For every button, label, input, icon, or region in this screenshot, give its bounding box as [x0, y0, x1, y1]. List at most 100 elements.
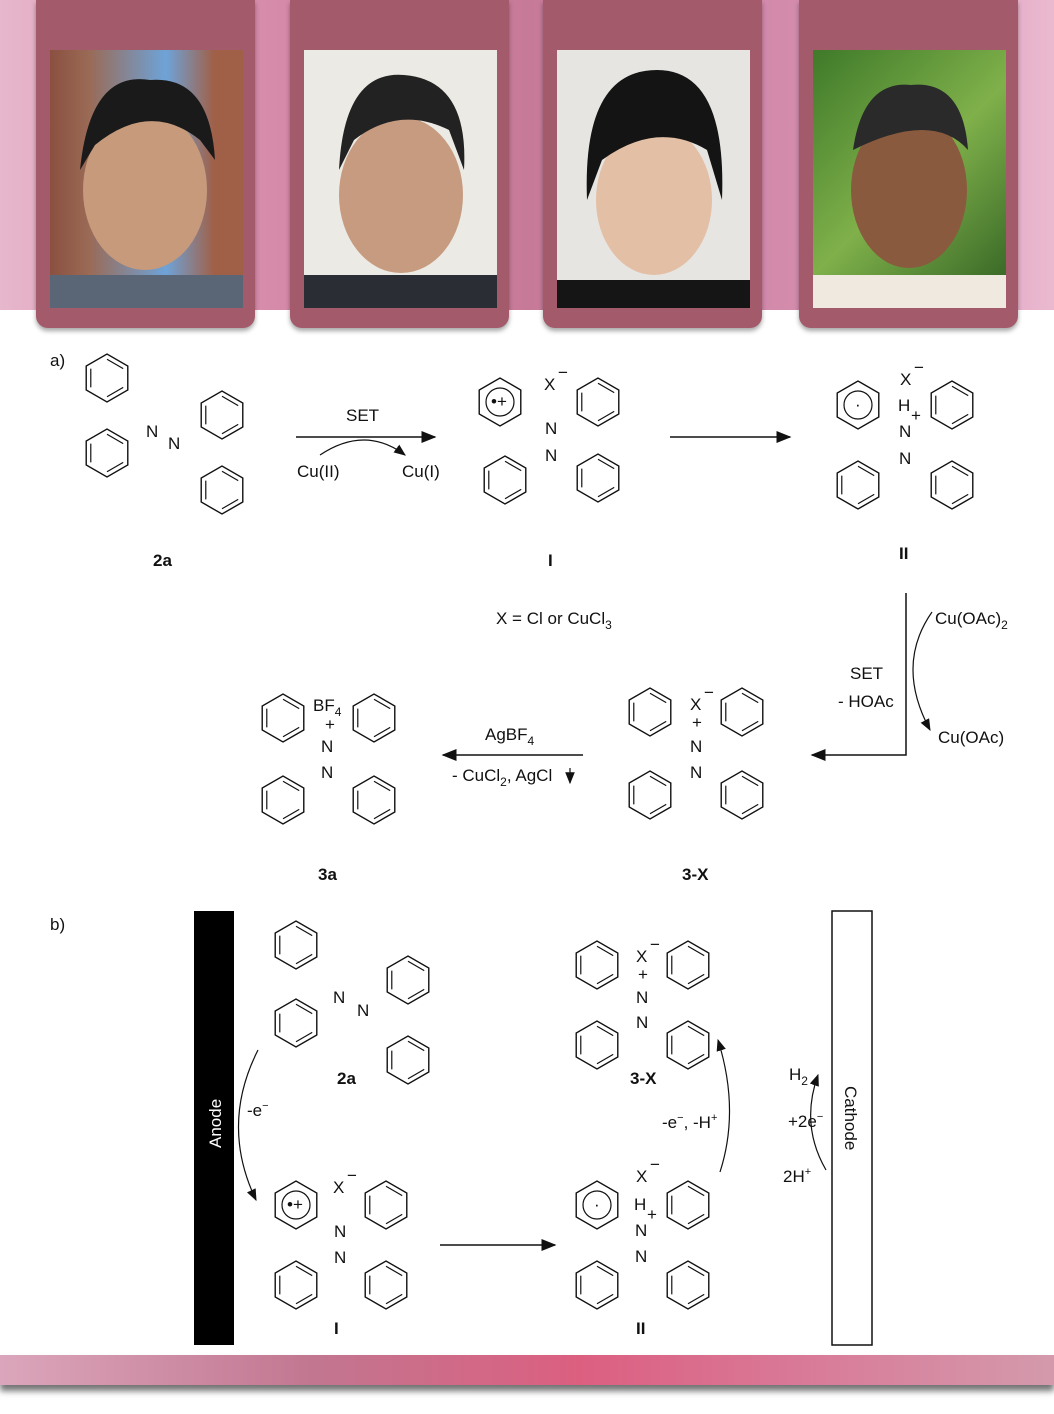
- nitrogen-atom: N: [690, 763, 702, 782]
- benzene-ring: [720, 687, 764, 737]
- positive-charge: +: [911, 406, 921, 425]
- nitrogen-atom: N: [334, 1222, 346, 1241]
- benzene-ring: [666, 1180, 710, 1230]
- label-set-2: SET: [850, 664, 883, 683]
- benzene-ring: [628, 770, 672, 820]
- benzene-ring: [200, 465, 244, 515]
- compound-label-2a: 2a: [153, 551, 172, 570]
- arrow-ii-to-3x: [810, 593, 907, 761]
- nitrogen-atom: N: [334, 1248, 346, 1267]
- benzene-ring: [386, 955, 430, 1005]
- radical-cation-symbol: •+: [287, 1195, 303, 1214]
- benzene-ring: [720, 770, 764, 820]
- benzene-ring: [628, 687, 672, 737]
- curved-arrow-cuoac: [912, 611, 933, 732]
- benzene-ring: [85, 353, 129, 403]
- benzene-ring: [200, 390, 244, 440]
- negative-charge: −: [650, 935, 660, 954]
- arrow-cathode: [809, 1073, 827, 1171]
- benzene-ring: [352, 693, 396, 743]
- radical-symbol: ·: [594, 1195, 600, 1214]
- author-photo-2: [304, 50, 497, 308]
- compound-label-b-3X: 3-X: [630, 1069, 657, 1088]
- label-set: SET: [346, 406, 379, 425]
- nitrogen-atom: N: [146, 422, 158, 441]
- label-cu2: Cu(II): [297, 462, 340, 481]
- label-hoac: - HOAc: [838, 692, 894, 711]
- benzene-ring: ·: [836, 380, 880, 430]
- benzene-ring: [483, 455, 527, 505]
- benzene-ring: [274, 998, 318, 1048]
- label-h2: H2: [789, 1065, 808, 1088]
- label-cu1: Cu(I): [402, 462, 440, 481]
- label-bf4: BF4: [313, 696, 342, 719]
- benzene-ring: [85, 428, 129, 478]
- label-minus-e: -e−: [247, 1100, 269, 1120]
- benzene-ring: ·: [575, 1180, 619, 1230]
- nitrogen-atom: N: [545, 446, 557, 465]
- benzene-ring: [576, 377, 620, 427]
- nitrogen-atom: N: [899, 422, 911, 441]
- benzene-ring: •+: [478, 377, 522, 427]
- label-cuoac2: Cu(OAc)2: [935, 609, 1008, 632]
- counterion-x: X: [900, 370, 911, 389]
- benzene-ring: [930, 460, 974, 510]
- counterion-x: X: [690, 695, 701, 714]
- nitrogen-atom: N: [636, 988, 648, 1007]
- curved-arrow-cu: [319, 439, 406, 456]
- benzene-ring: [274, 1260, 318, 1310]
- hydrogen-atom: H: [634, 1195, 646, 1214]
- compound-label-b-I: I: [334, 1319, 339, 1338]
- compound-label-3X: 3-X: [682, 865, 709, 884]
- nitrogen-atom: N: [357, 1001, 369, 1020]
- compound-label-3a: 3a: [318, 865, 337, 884]
- label-2h: 2H+: [783, 1166, 811, 1186]
- footer-banner: [0, 1355, 1054, 1385]
- author-card-4: [799, 0, 1018, 328]
- negative-charge: −: [558, 363, 568, 382]
- benzene-ring: [666, 940, 710, 990]
- label-byproducts: - CuCl2, AgCl: [452, 766, 552, 789]
- label-minus-e-h: -e−, -H+: [662, 1112, 717, 1132]
- benzene-ring: [261, 775, 305, 825]
- counterion-x: X: [636, 947, 647, 966]
- counterion-x: X: [544, 375, 555, 394]
- nitrogen-atom: N: [168, 434, 180, 453]
- benzene-ring: [364, 1180, 408, 1230]
- benzene-ring: [666, 1020, 710, 1070]
- author-photo-3: [557, 50, 750, 308]
- cathode-electrode: [831, 910, 873, 1346]
- anode-electrode: [194, 911, 234, 1345]
- nitrogen-atom: N: [899, 449, 911, 468]
- positive-charge: +: [325, 715, 335, 734]
- panel-a-label: a): [50, 351, 65, 370]
- nitrogen-atom: N: [321, 763, 333, 782]
- author-card-1: [36, 0, 255, 328]
- nitrogen-atom: N: [636, 1013, 648, 1032]
- radical-symbol: ·: [855, 395, 861, 414]
- author-photo-4: [813, 50, 1006, 308]
- benzene-ring: [576, 453, 620, 503]
- compound-label-b-2a: 2a: [337, 1069, 356, 1088]
- panel-b-label: b): [50, 915, 65, 934]
- compound-label-b-II: II: [636, 1319, 645, 1338]
- benzene-ring: [386, 1035, 430, 1085]
- arrow-II-to-3X: [716, 1038, 731, 1173]
- label-agbf4: AgBF4: [485, 725, 535, 748]
- counterion-x: X: [636, 1167, 647, 1186]
- negative-charge: −: [704, 683, 714, 702]
- nitrogen-atom: N: [545, 419, 557, 438]
- benzene-ring: [575, 940, 619, 990]
- label-cuoac: Cu(OAc): [938, 728, 1004, 747]
- benzene-ring: [352, 775, 396, 825]
- negative-charge: −: [650, 1155, 660, 1174]
- benzene-ring: [274, 920, 318, 970]
- anode-label: Anode: [206, 1099, 225, 1148]
- benzene-ring: [930, 380, 974, 430]
- benzene-ring: [575, 1260, 619, 1310]
- benzene-ring: •+: [274, 1180, 318, 1230]
- radical-cation-symbol: •+: [491, 392, 507, 411]
- positive-charge: +: [647, 1205, 657, 1224]
- nitrogen-atom: N: [690, 737, 702, 756]
- label-plus-2e: +2e−: [788, 1111, 823, 1131]
